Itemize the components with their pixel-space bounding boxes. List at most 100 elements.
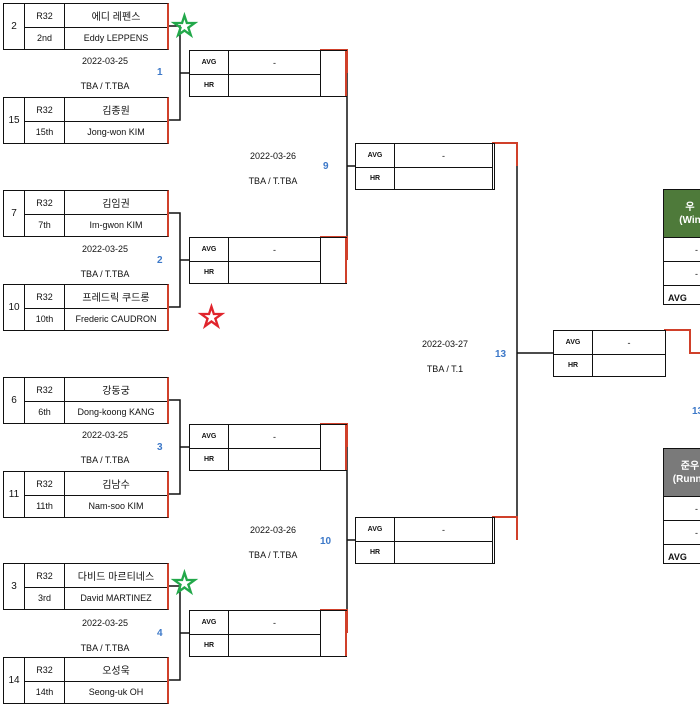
seed-number: 3: [4, 564, 25, 609]
match-date: 2022-03-25: [81, 618, 129, 628]
match-result-box: AVG HR -: [189, 424, 347, 471]
avg-value: -: [229, 238, 321, 262]
seed-number: 6: [4, 378, 25, 423]
player-name-korean: 김임권: [65, 191, 167, 215]
round-label: R32: [25, 285, 65, 309]
rank-label: 7th: [25, 214, 65, 236]
seed-number: 10: [4, 285, 25, 330]
seed-number: 15: [4, 98, 25, 143]
avg-label: AVG: [190, 425, 229, 449]
round-label: R32: [25, 658, 65, 682]
match-date: 2022-03-26: [249, 525, 297, 535]
runner-up-title-english: (Runne: [672, 473, 700, 485]
match-venue: TBA / T.TBA: [80, 455, 130, 465]
winner-box: 우 (Win - - AVG: [663, 189, 700, 305]
match-info: 2022-03-25 TBA / T.TBA: [45, 429, 165, 467]
match-date: 2022-03-26: [249, 151, 297, 161]
match-result-box: AVG HR -: [189, 610, 347, 657]
match-info: 2022-03-25 TBA / T.TBA: [45, 55, 165, 93]
hr-label: HR: [190, 634, 229, 657]
match-venue: TBA / T.1: [426, 364, 464, 374]
match-number: 10: [320, 536, 332, 547]
avg-value: -: [229, 611, 321, 635]
avg-label: AVG: [356, 144, 395, 168]
player-card: 11 R32 11th 김남수 Nam-soo KIM: [3, 471, 169, 518]
player-name-english: Frederic CAUDRON: [75, 314, 157, 324]
runner-up-row: -: [664, 520, 700, 544]
runner-up-box: 준우 (Runne - - AVG: [663, 448, 700, 564]
rank-label: 6th: [25, 401, 65, 423]
match-number: 1: [157, 67, 163, 78]
hr-label: HR: [356, 541, 395, 564]
rank-label: 14th: [25, 681, 65, 703]
player-name-korean: 오성욱: [65, 658, 167, 682]
hr-value: [229, 74, 321, 97]
match-date: 2022-03-25: [81, 244, 129, 254]
avg-value: -: [229, 51, 321, 75]
player-card: 7 R32 7th 김임권 Im-gwon KIM: [3, 190, 169, 237]
match-venue: TBA / T.TBA: [80, 81, 130, 91]
round-label: R32: [25, 472, 65, 496]
match-info: 2022-03-25 TBA / T.TBA: [45, 617, 165, 655]
match-number: 4: [157, 628, 163, 639]
round-label: R32: [25, 191, 65, 215]
match-result-box: AVG HR -: [355, 143, 495, 190]
match-date: 2022-03-25: [81, 430, 129, 440]
hr-label: HR: [190, 74, 229, 97]
hr-value: [593, 354, 665, 377]
avg-label: AVG: [190, 611, 229, 635]
score-cell: [321, 238, 347, 283]
hr-value: [229, 448, 321, 471]
match-venue: TBA / T.TBA: [80, 269, 130, 279]
player-card: 15 R32 15th 김종원 Jong-won KIM: [3, 97, 169, 144]
round-label: R32: [25, 98, 65, 122]
match-number: 13: [495, 349, 507, 360]
player-name-korean: 프레드릭 쿠드롱: [65, 285, 167, 309]
score-cell: [321, 51, 347, 96]
score-cell: [321, 611, 347, 656]
avg-label: AVG: [190, 238, 229, 262]
player-name-english: David MARTINEZ: [80, 593, 152, 603]
player-name-english: Jong-won KIM: [87, 127, 145, 137]
match-result-box: AVG HR -: [189, 50, 347, 97]
player-name-korean: 김남수: [65, 472, 167, 496]
green-star-icon: ☆: [170, 567, 198, 600]
match-result-box: AVG HR -: [553, 330, 666, 377]
round-label: R32: [25, 4, 65, 28]
match-number: 3: [157, 442, 163, 453]
player-card: 6 R32 6th 강동궁 Dong-koong KANG: [3, 377, 169, 424]
avg-label: AVG: [554, 331, 593, 355]
winner-avg-label: AVG: [664, 285, 700, 304]
match-result-box: AVG HR -: [189, 237, 347, 284]
match-info: 2022-03-27 TBA / T.1: [385, 338, 505, 376]
avg-value: -: [395, 518, 493, 542]
avg-label: AVG: [190, 51, 229, 75]
match-number: 9: [323, 161, 329, 172]
avg-value: -: [593, 331, 665, 355]
avg-label: AVG: [356, 518, 395, 542]
player-name-english: Eddy LEPPENS: [83, 33, 149, 43]
runner-up-avg-label: AVG: [664, 544, 700, 563]
player-name-english: Nam-soo KIM: [88, 501, 144, 511]
green-star-icon: ☆: [170, 10, 198, 43]
player-name-korean: 다비드 마르티네스: [65, 564, 167, 588]
match-info: 2022-03-26 TBA / T.TBA: [213, 524, 333, 562]
winner-header: 우 (Win: [664, 190, 700, 237]
match-date: 2022-03-27: [421, 339, 469, 349]
hr-value: [395, 541, 493, 564]
match-info: 2022-03-25 TBA / T.TBA: [45, 243, 165, 281]
player-card: 3 R32 3rd 다비드 마르티네스 David MARTINEZ: [3, 563, 169, 610]
match-venue: TBA / T.TBA: [248, 176, 298, 186]
hr-label: HR: [554, 354, 593, 377]
seed-number: 2: [4, 4, 25, 49]
match-date: 2022-03-25: [81, 56, 129, 66]
hr-label: HR: [356, 167, 395, 190]
hr-value: [395, 167, 493, 190]
seed-number: 7: [4, 191, 25, 236]
winner-row: -: [664, 261, 700, 285]
player-name-english: Im-gwon KIM: [89, 220, 143, 230]
match-venue: TBA / T.TBA: [248, 550, 298, 560]
runner-up-row: -: [664, 496, 700, 520]
rank-label: 2nd: [25, 27, 65, 49]
